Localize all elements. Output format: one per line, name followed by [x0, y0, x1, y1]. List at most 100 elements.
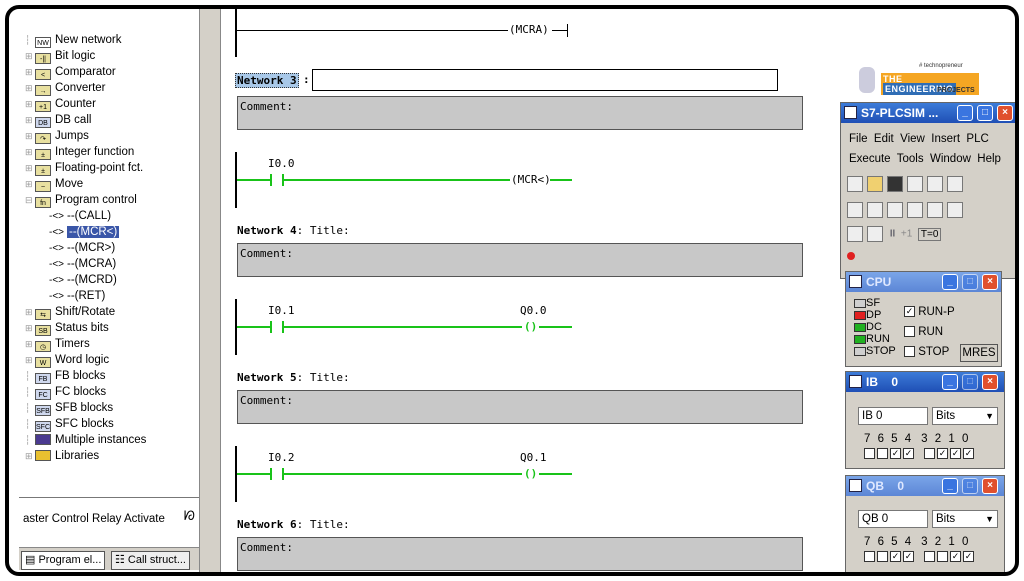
checkbox[interactable]: ✓	[904, 306, 915, 318]
tab-call-structure[interactable]: ☷ Call struct...	[111, 551, 190, 570]
qb-format-select[interactable]: Bits▼	[932, 510, 998, 528]
tree-item-bit-logic[interactable]: ⊞-||Bit logic	[25, 50, 96, 64]
mcr-open-coil[interactable]: (MCR<)	[510, 173, 552, 186]
pause-button[interactable]: II	[889, 228, 896, 240]
network-3-title-input[interactable]	[312, 69, 778, 91]
no-contact-i0-2[interactable]	[270, 468, 284, 480]
qb-bit-6-checkbox[interactable]	[877, 551, 888, 563]
tree-subitem-mcr-open[interactable]: -<>--(MCR<)	[49, 226, 120, 238]
paste-icon[interactable]	[947, 176, 963, 192]
next-scan-button[interactable]: +1	[900, 228, 913, 240]
tree-item-move[interactable]: ⊞~Move	[25, 178, 84, 192]
network-4-comment[interactable]: Comment:	[237, 243, 803, 277]
ib-address-field[interactable]: IB 0	[858, 407, 928, 425]
qb-bit-1-checkbox[interactable]: ✓	[950, 551, 961, 563]
cut-icon[interactable]	[907, 176, 923, 192]
tree-item-integer-function[interactable]: ⊞±Integer function	[25, 146, 135, 160]
mode-run-p-checkbox[interactable]: ✓ RUN-P	[904, 306, 955, 318]
menu-window[interactable]: Window	[930, 153, 971, 165]
menu-view[interactable]: View	[900, 133, 925, 145]
tree-item-jumps[interactable]: ⊞↷Jumps	[25, 130, 89, 144]
tree-item-shift-rotate[interactable]: ⊞⇆Shift/Rotate	[25, 306, 116, 320]
close-button[interactable]: ×	[982, 274, 998, 290]
no-contact-i0-0[interactable]	[270, 174, 284, 186]
copy-icon[interactable]	[927, 176, 943, 192]
maximize-button[interactable]: □	[962, 374, 978, 390]
network-5-title[interactable]: Network 5: Title:	[237, 371, 350, 384]
ib-bit-3-checkbox[interactable]	[924, 448, 935, 460]
tree-item-converter[interactable]: ⊞→Converter	[25, 82, 106, 96]
single-scan-icon[interactable]	[847, 226, 863, 242]
save-icon[interactable]	[887, 176, 903, 192]
checkbox[interactable]	[904, 326, 915, 338]
qb-bit-7-checkbox[interactable]	[864, 551, 875, 563]
mode-stop-checkbox[interactable]: STOP	[904, 342, 955, 362]
plcsim-titlebar[interactable]: S7-PLCSIM ... _ □ ×	[841, 103, 1015, 123]
reset-timers-button[interactable]: T=0	[917, 227, 942, 241]
mode-run-checkbox[interactable]: RUN	[904, 322, 955, 342]
menu-plc[interactable]: PLC	[966, 133, 989, 145]
no-contact-i0-1[interactable]	[270, 321, 284, 333]
minimize-button[interactable]: _	[942, 374, 958, 390]
insert-timer-icon[interactable]	[907, 202, 923, 218]
ib-bit-4-checkbox[interactable]: ✓	[903, 448, 914, 460]
tree-subitem-ret[interactable]: -<>--(RET)	[49, 290, 106, 302]
cpu-titlebar[interactable]: CPU _ □ ×	[846, 272, 1001, 292]
checkbox[interactable]	[904, 346, 915, 358]
network-4-title[interactable]: Network 4: Title:	[237, 224, 350, 237]
minimize-button[interactable]: _	[957, 105, 973, 121]
tree-subitem-mcr-close[interactable]: -<>--(MCR>)	[49, 242, 116, 254]
ib-format-select[interactable]: Bits▼	[932, 407, 998, 425]
tree-subitem-mcrd[interactable]: -<>--(MCRD)	[49, 274, 117, 286]
insert-counter-icon[interactable]	[927, 202, 943, 218]
ib-titlebar[interactable]: IB 0 _ □ ×	[846, 372, 1004, 392]
network-3-label[interactable]: Network 3	[235, 73, 299, 88]
maximize-button[interactable]: □	[977, 105, 993, 121]
output-coil-q0-0[interactable]: ()	[523, 320, 539, 333]
network-5-comment[interactable]: Comment:	[237, 390, 803, 424]
close-button[interactable]: ×	[982, 478, 998, 494]
mres-button[interactable]: MRES	[960, 344, 998, 362]
close-button[interactable]: ×	[997, 105, 1013, 121]
qb-bit-4-checkbox[interactable]: ✓	[903, 551, 914, 563]
output-coil-q0-1[interactable]: ()	[523, 467, 539, 480]
minimize-button[interactable]: _	[942, 478, 958, 494]
ib-bit-2-checkbox[interactable]: ✓	[937, 448, 948, 460]
tree-item-multiple-instances[interactable]: ┆Multiple instances	[25, 434, 147, 446]
qb-bit-3-checkbox[interactable]	[924, 551, 935, 563]
maximize-button[interactable]: □	[962, 478, 978, 494]
qb-titlebar[interactable]: QB 0 _ □ ×	[846, 476, 1004, 496]
minimize-button[interactable]: _	[942, 274, 958, 290]
tree-subitem-call[interactable]: -<>--(CALL)	[49, 210, 112, 222]
ib-bit-6-checkbox[interactable]	[877, 448, 888, 460]
qb-bit-2-checkbox[interactable]	[937, 551, 948, 563]
menu-edit[interactable]: Edit	[873, 133, 894, 145]
menu-execute[interactable]: Execute	[849, 153, 891, 165]
ib-bit-5-checkbox[interactable]: ✓	[890, 448, 901, 460]
qb-bit-5-checkbox[interactable]: ✓	[890, 551, 901, 563]
maximize-button[interactable]: □	[962, 274, 978, 290]
help-icon[interactable]: ᘗ	[183, 508, 195, 523]
insert-output-icon[interactable]	[867, 202, 883, 218]
menu-file[interactable]: File	[849, 133, 868, 145]
open-icon[interactable]	[867, 176, 883, 192]
network-6-comment[interactable]: Comment:	[237, 537, 803, 571]
network-3-comment[interactable]: Comment:	[237, 96, 803, 130]
tab-program-elements[interactable]: ▤ Program el...	[21, 551, 106, 570]
menu-insert[interactable]: Insert	[931, 133, 961, 145]
pushpin-icon[interactable]	[847, 252, 855, 260]
close-button[interactable]: ×	[982, 374, 998, 390]
qb-address-field[interactable]: QB 0	[858, 510, 928, 528]
tree-item-libraries[interactable]: ⊞Libraries	[25, 450, 100, 462]
insert-memory-icon[interactable]	[887, 202, 903, 218]
tree-subitem-mcra[interactable]: -<>--(MCRA)	[49, 258, 117, 270]
insert-input-icon[interactable]	[847, 202, 863, 218]
